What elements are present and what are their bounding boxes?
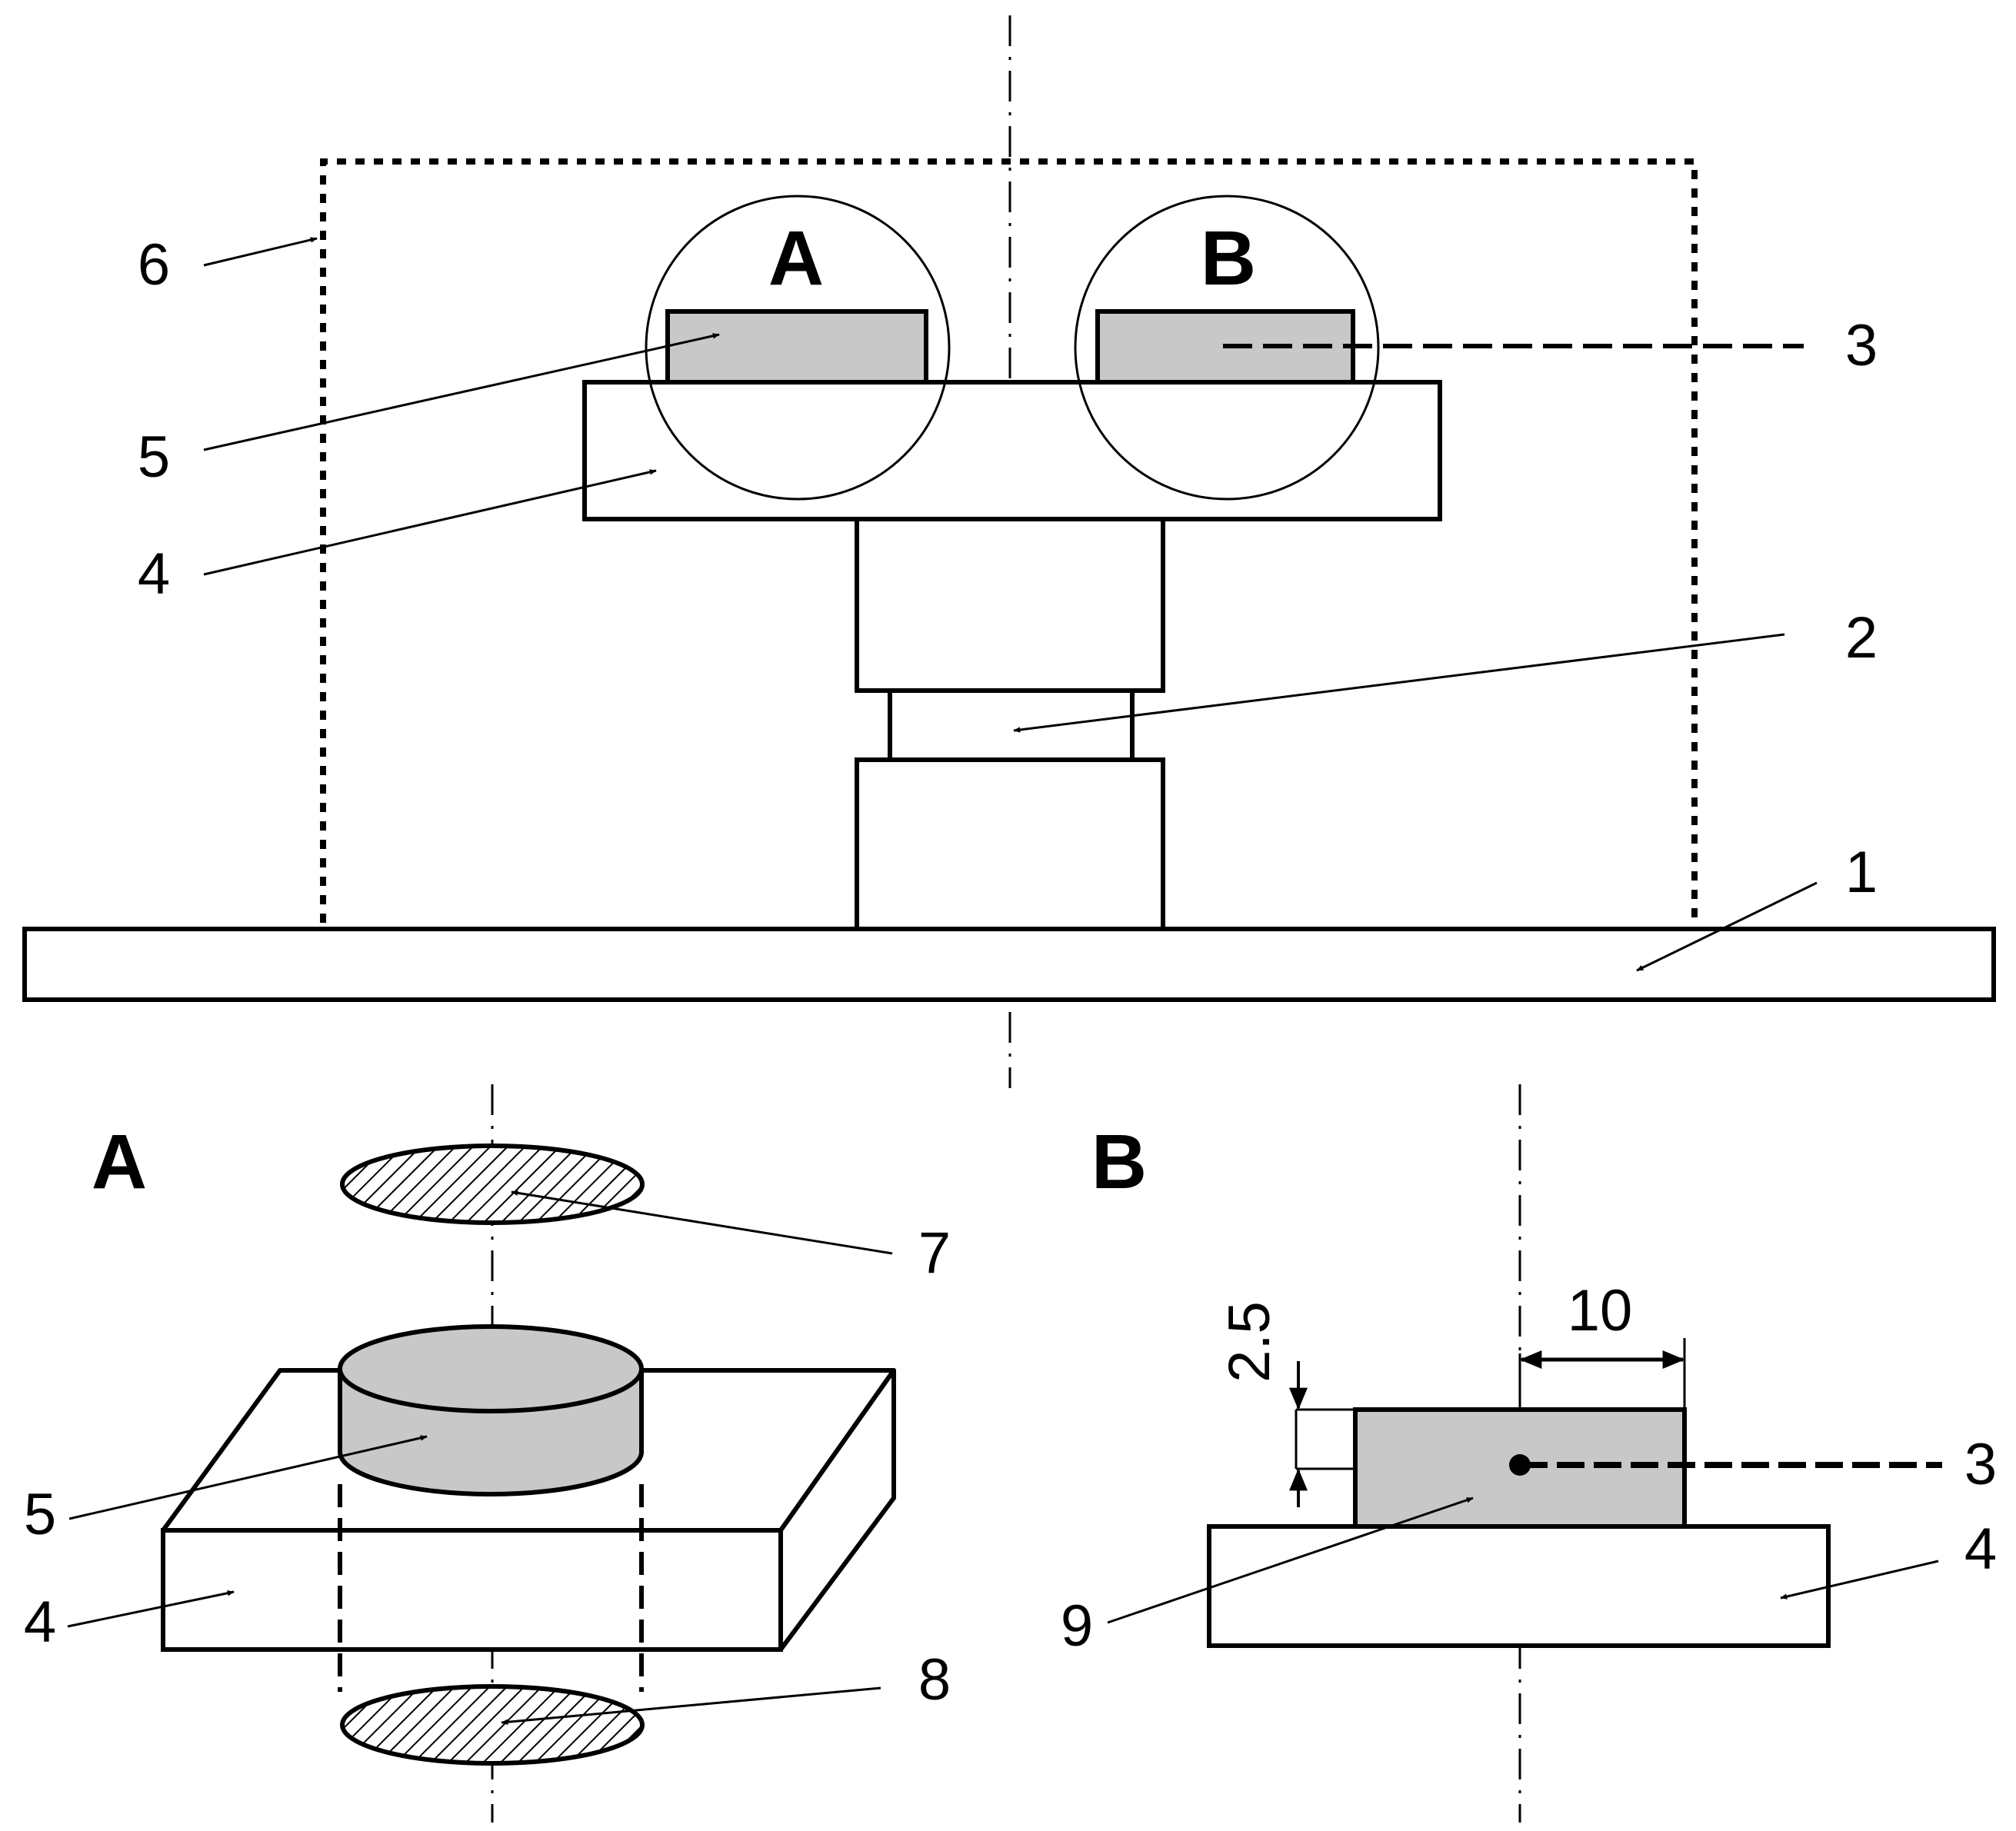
- detail-b-title: B: [1091, 1119, 1147, 1205]
- detail-b-plate: [1207, 1524, 1831, 1648]
- leader-4: [203, 469, 657, 576]
- enclosure-outline: [320, 158, 1698, 923]
- leader-6: [203, 237, 318, 267]
- detail-circle-b-label: B: [1201, 215, 1256, 301]
- main-label-4: 4: [138, 541, 170, 607]
- cylinder-sample-top: [338, 1324, 644, 1413]
- detail-a-view: A 7 5 4 8: [24, 1084, 951, 1823]
- pedestal-lower-block: [855, 757, 1165, 931]
- leader-5: [203, 333, 720, 451]
- detail-a-title: A: [92, 1119, 147, 1205]
- detail-b-label-9: 9: [1061, 1593, 1093, 1659]
- connector-element: [888, 688, 1135, 762]
- holder-plate: [582, 380, 1442, 521]
- detail-b-label-3: 3: [1964, 1432, 1997, 1497]
- dim-width-value: 10: [1568, 1278, 1633, 1343]
- main-label-3: 3: [1845, 313, 1878, 378]
- main-label-5: 5: [138, 424, 170, 490]
- top-hatched-disk: [340, 1144, 645, 1225]
- leader-b-9: [1107, 1496, 1474, 1624]
- pedestal-upper-block: [855, 517, 1165, 693]
- leader-1: [1636, 881, 1818, 972]
- main-label-1: 1: [1845, 840, 1878, 905]
- bottom-hatched-disk: [340, 1684, 645, 1766]
- main-view: A B 6 5 4 3 2 1: [22, 15, 1996, 1088]
- leader-2: [1013, 633, 1785, 733]
- leader-a-5: [68, 1435, 428, 1520]
- leader-a-8: [501, 1686, 881, 1725]
- detail-a-label-5: 5: [24, 1482, 56, 1547]
- sample-a: [665, 309, 928, 385]
- main-label-2: 2: [1845, 605, 1878, 671]
- detail-a-label-8: 8: [918, 1647, 951, 1713]
- plate-3d-front-face: [161, 1528, 783, 1652]
- detail-a-label-4: 4: [24, 1590, 56, 1655]
- detail-a-label-7: 7: [918, 1220, 951, 1286]
- detail-circle-b: [1074, 195, 1380, 501]
- detail-b-view: B 10 2.5 3 4 9: [1061, 1084, 1997, 1823]
- detail-circle-a-label: A: [768, 215, 824, 301]
- leader-a-4: [67, 1590, 235, 1628]
- leader-a-7: [511, 1190, 893, 1255]
- leader-b-4: [1780, 1560, 1939, 1600]
- dim-height-value: 2.5: [1217, 1301, 1282, 1383]
- main-label-6: 6: [138, 232, 170, 298]
- detail-circle-a: [645, 195, 951, 501]
- detail-b-label-4: 4: [1964, 1516, 1997, 1582]
